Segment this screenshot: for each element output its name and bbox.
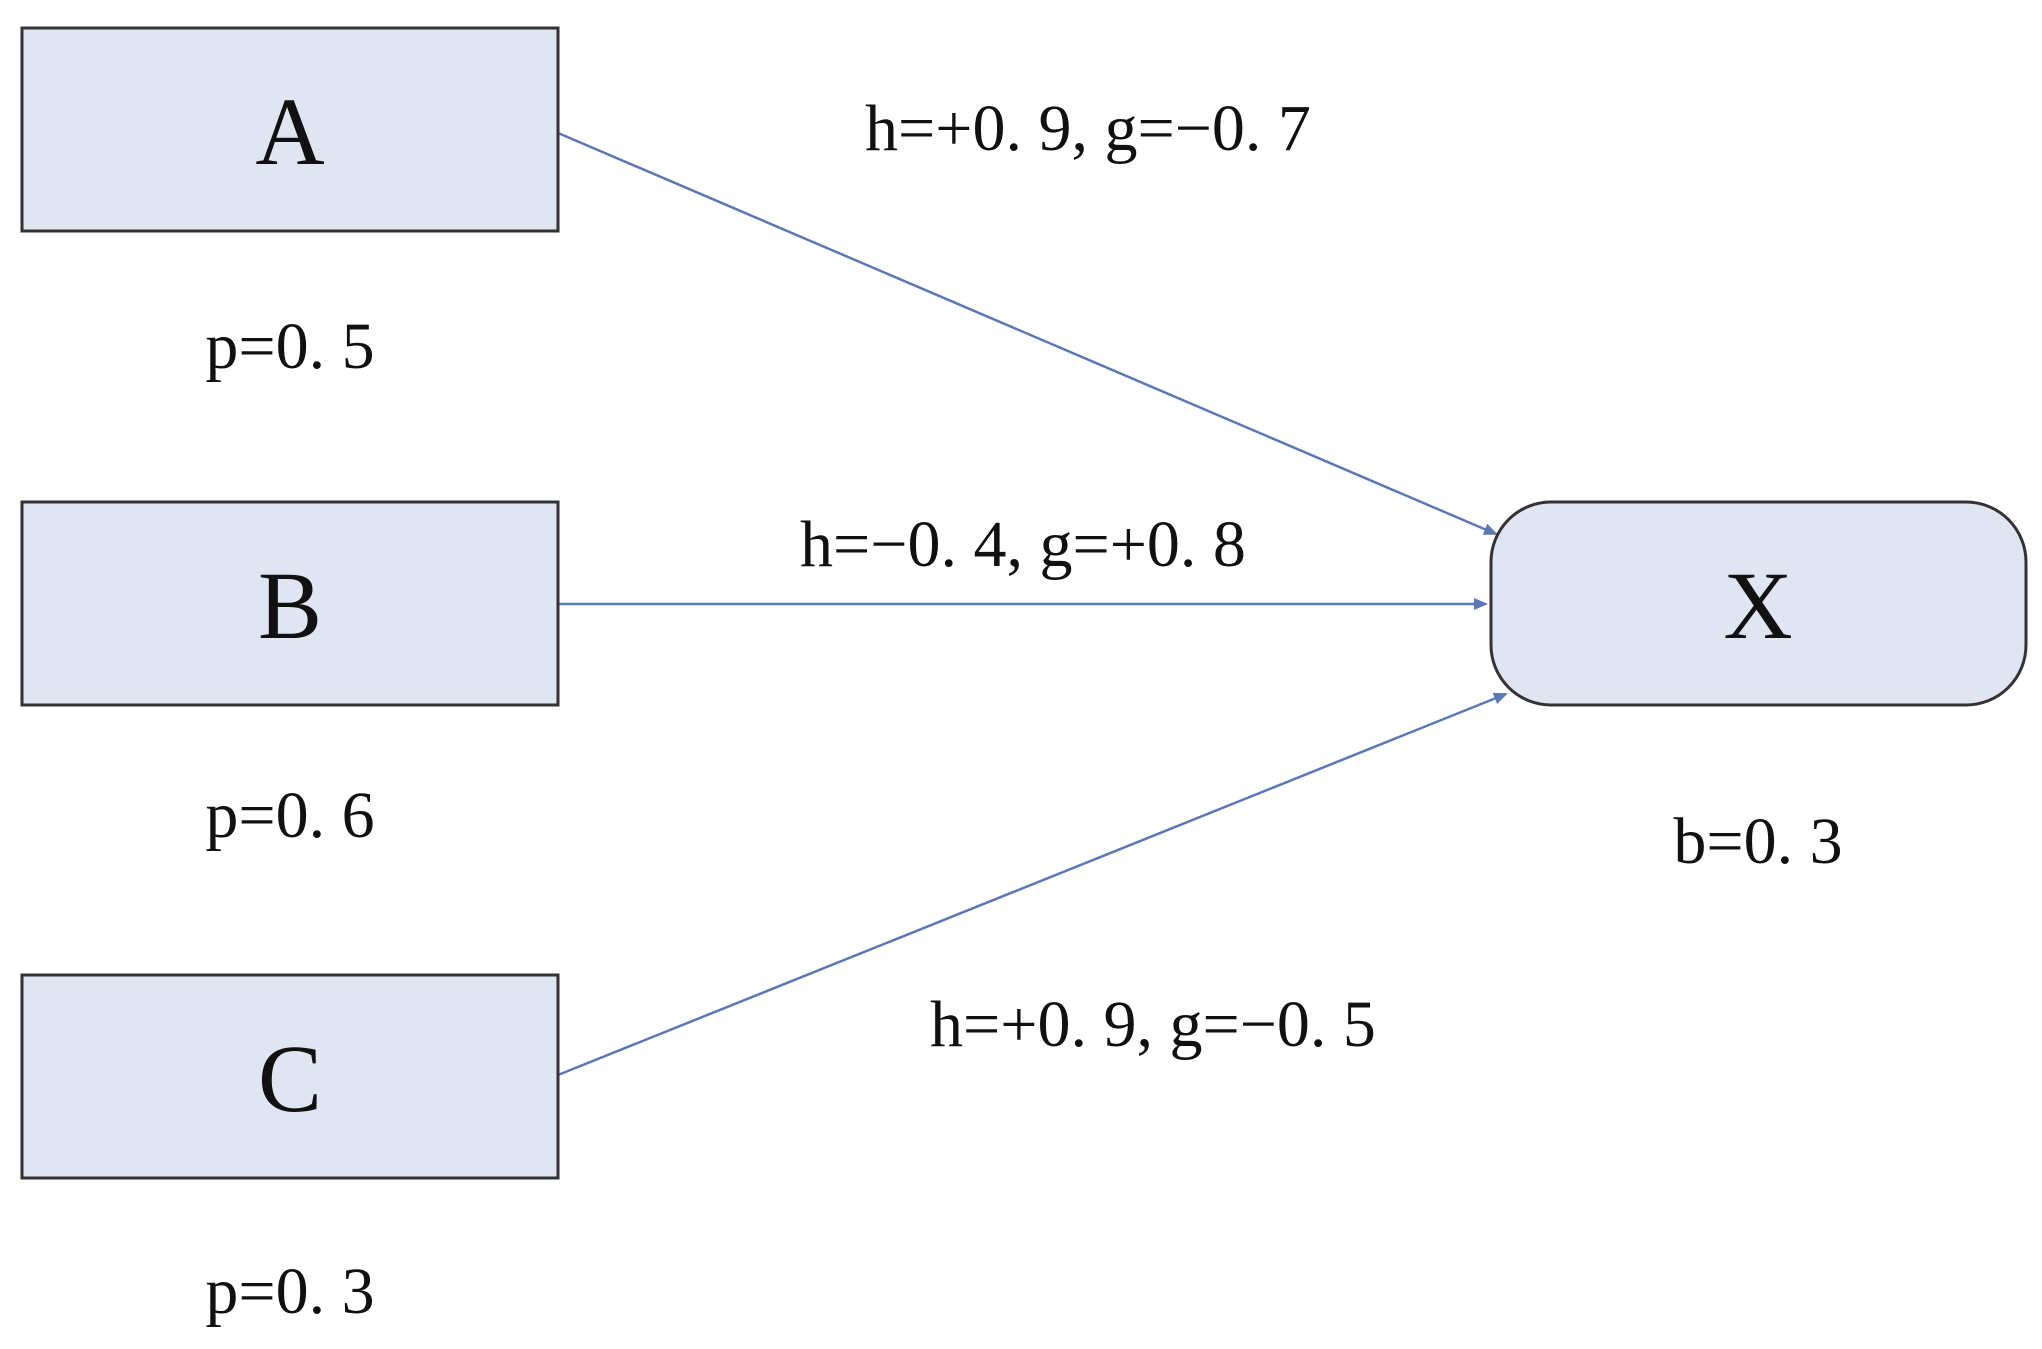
node-x-base-rate: b=0. 3 <box>1673 805 1842 878</box>
node-b-probability: p=0. 6 <box>205 779 374 852</box>
node-a: A <box>20 26 560 233</box>
node-c-probability: p=0. 3 <box>205 1255 374 1328</box>
node-a-box <box>20 26 560 233</box>
edge-a-to-x <box>557 131 1498 536</box>
edge-b-to-x-label: h=−0. 4, g=+0. 8 <box>800 508 1246 581</box>
node-a-label: A <box>255 78 324 185</box>
node-a-probability: p=0. 5 <box>205 310 374 383</box>
node-x-label: X <box>1723 552 1792 659</box>
node-c-box <box>20 973 560 1180</box>
node-c: C <box>20 973 560 1180</box>
edge-a-to-x-label: h=+0. 9, g=−0. 7 <box>865 92 1311 165</box>
node-c-label: C <box>258 1025 322 1132</box>
edge-c-to-x-label: h=+0. 9, g=−0. 5 <box>930 988 1376 1061</box>
node-b-box <box>20 500 560 707</box>
node-b-label: B <box>258 552 322 659</box>
node-b: B <box>20 500 560 707</box>
node-x: X <box>1489 500 2028 707</box>
edge-c-to-x <box>557 692 1508 1077</box>
node-x-box <box>1489 500 2028 707</box>
